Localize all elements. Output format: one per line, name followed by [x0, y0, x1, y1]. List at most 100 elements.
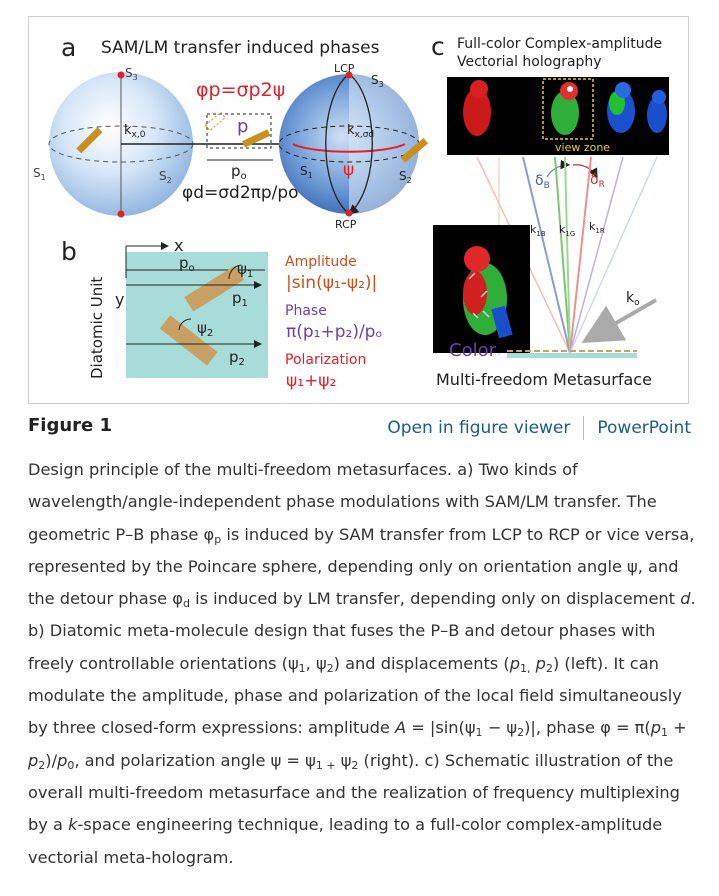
caption-text: − ψ	[482, 718, 518, 738]
left-sphere-rod	[76, 127, 103, 154]
x-axis-label: x	[174, 236, 183, 255]
left-sphere-south-dot	[117, 210, 125, 218]
caption-italic: p	[650, 718, 662, 738]
caption-sub: p	[214, 532, 222, 546]
parrot-multi-top	[607, 82, 635, 133]
caption-sub: 1	[298, 661, 306, 675]
caption-italic: p	[509, 653, 520, 673]
diatomic-unit-label: Diatomic Unit	[88, 277, 106, 379]
panel-c: c Full-color Complex-amplitude Vectorial…	[431, 32, 669, 389]
caption-sub: 2	[326, 661, 334, 675]
kx0-label: kx,0	[124, 123, 146, 140]
psi1-arc	[228, 264, 242, 280]
parrot-green-top	[542, 78, 594, 140]
polarization-title: Polarization	[285, 352, 366, 368]
parrot-blue-top	[647, 90, 667, 133]
eq-detour-phase: φd=σd2πp/po	[182, 183, 299, 203]
right-s1-label: S1	[300, 164, 313, 180]
rcp-label: RCP	[335, 218, 357, 231]
caption-text: = |sin(ψ	[406, 718, 476, 738]
caption-italic: p	[535, 653, 546, 673]
caption-text: )/	[45, 750, 58, 770]
left-s1-label: S1	[33, 166, 46, 182]
caption-text: ψ	[335, 750, 352, 770]
beam-red	[569, 156, 592, 354]
y-axis-label: y	[115, 290, 124, 309]
caption-italic: d	[680, 589, 691, 609]
panel-a-title: SAM/LM transfer induced phases	[101, 38, 380, 58]
figure-label: Figure 1	[28, 415, 113, 436]
right-sphere-path-arrow	[348, 73, 373, 215]
right-sphere-path-left	[325, 73, 350, 215]
panel-c-title-line2: Vectorial holography	[457, 54, 602, 70]
caption-italic: k	[68, 815, 78, 835]
caption-sub: 1,	[520, 661, 531, 675]
caption-text: , and polarization angle ψ = ψ	[74, 750, 316, 770]
caption-text: ) (left). It can modulate the amplitude,…	[28, 653, 682, 738]
k1g-label: k1G	[559, 223, 575, 238]
right-s3-label: S3	[371, 73, 384, 89]
delta-r-arc	[572, 164, 598, 179]
actions-divider	[583, 416, 585, 440]
delta-r-label: δR	[590, 172, 605, 190]
parrot-red-top	[463, 80, 491, 136]
amplitude-expression: |sin(ψ₁-ψ₂)|	[286, 273, 377, 293]
figure-caption: Design principle of the multi-freedom me…	[28, 454, 696, 874]
lcp-label: LCP	[334, 62, 355, 75]
panel-a-letter: a	[61, 33, 76, 62]
right-s2-label: S2	[399, 169, 412, 185]
p0-label: po	[231, 162, 247, 182]
polarization-expression: ψ₁+ψ₂	[286, 371, 336, 391]
phase-title: Phase	[285, 303, 327, 319]
panel-a: a SAM/LM transfer induced phases S3 S1 S…	[33, 33, 429, 231]
caption-sub: 2	[351, 758, 359, 772]
parrot-vector	[463, 246, 513, 339]
color-label: Color	[449, 340, 497, 361]
panel-b-letter: b	[61, 237, 77, 266]
delta-b-label: δB	[535, 173, 550, 191]
left-s3-label: S3	[125, 66, 138, 82]
beam-blue	[522, 156, 571, 354]
caption-italic: A	[394, 718, 407, 738]
caption-text: )|, phase φ = π(	[524, 718, 651, 738]
kxsd-label: kx,σd	[347, 123, 374, 140]
phase-expression: π(p₁+p₂)/pₒ	[286, 322, 383, 342]
rod-2	[159, 315, 218, 366]
left-s2-label: S2	[159, 169, 172, 185]
caption-sub: d	[182, 597, 190, 611]
b-p0-label: po	[179, 254, 195, 274]
k0-label: ko	[626, 290, 640, 308]
beam-green-1	[554, 156, 571, 354]
beam-violet	[569, 156, 624, 354]
amplitude-title: Amplitude	[285, 254, 357, 270]
caption-sub: 0	[67, 758, 75, 772]
psi2-arc	[178, 318, 192, 331]
p2-label: p2	[229, 348, 245, 368]
caption-text: -space engineering technique, leading to…	[28, 815, 663, 867]
psi-label: ψ	[343, 160, 354, 180]
open-figure-viewer-link[interactable]: Open in figure viewer	[387, 418, 571, 438]
panel-b: b Diatomic Unit x y po ψ1 p1 ψ2 p2 Ampli…	[61, 236, 383, 391]
powerpoint-link[interactable]: PowerPoint	[597, 418, 691, 438]
panel-c-title-line1: Full-color Complex-amplitude	[457, 36, 662, 52]
metasurface-substrate	[507, 353, 637, 358]
displacement-box	[206, 113, 272, 149]
psi1-label: ψ1	[237, 260, 253, 280]
left-sphere-north-dot	[117, 71, 125, 79]
k1r-label: k1R	[589, 220, 605, 235]
figure-1-image[interactable]: a SAM/LM transfer induced phases S3 S1 S…	[28, 16, 689, 404]
right-sphere-red-arc	[292, 143, 406, 153]
caption-sub: 2	[517, 726, 525, 740]
caption-sub: 1	[475, 726, 483, 740]
panel-c-letter: c	[431, 32, 445, 61]
p1-label: p1	[232, 289, 248, 309]
caption-sub: 2	[38, 758, 46, 772]
caption-italic: p	[57, 750, 68, 770]
figure-header: Figure 1 Open in figure viewer PowerPoin…	[28, 414, 691, 444]
metasurface-label: Multi-freedom Metasurface	[436, 370, 652, 389]
beam-green-2	[564, 156, 571, 354]
caption-sub: 2	[545, 661, 553, 675]
view-zone-label: view zone	[555, 141, 610, 154]
rcp-dot	[345, 209, 353, 217]
lcp-dot	[345, 71, 353, 79]
